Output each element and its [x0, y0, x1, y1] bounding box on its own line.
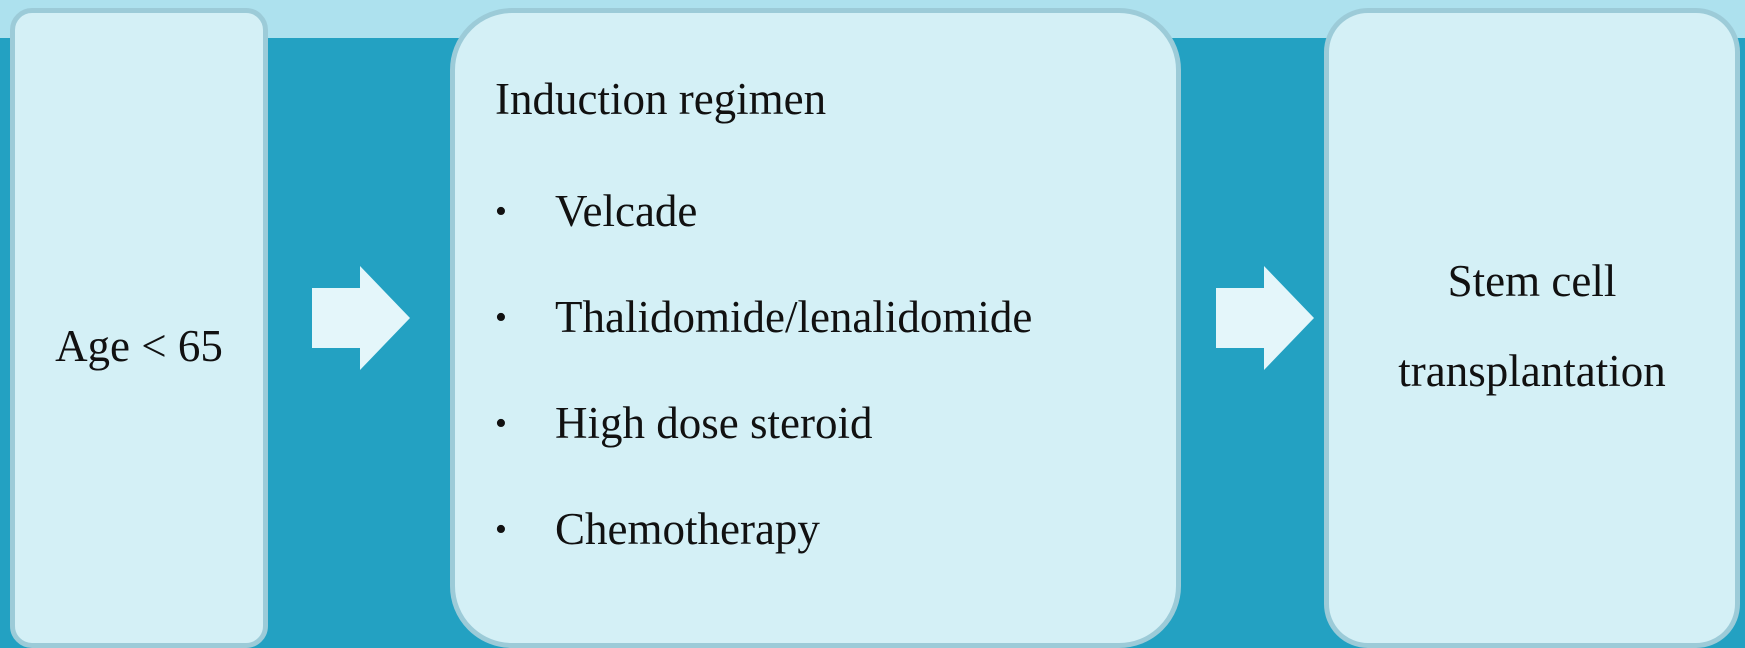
list-item: • Thalidomide/lenalidomide: [495, 291, 1032, 343]
list-item: • Velcade: [495, 185, 697, 237]
induction-title: Induction regimen: [495, 74, 827, 124]
step-transplant-line1: Stem cell: [1447, 256, 1617, 306]
step-induction-box: Induction regimen • Velcade • Thalidomide/…: [450, 8, 1181, 648]
step-age-box: Age < 65: [10, 8, 268, 648]
step-age-label: Age < 65: [55, 321, 223, 371]
list-item: • High dose steroid: [495, 397, 872, 449]
bullet-icon: •: [495, 404, 507, 442]
step-transplant-line2: transplantation: [1398, 346, 1666, 396]
arrow-right-icon: [312, 266, 410, 370]
induction-item-label: Thalidomide/lenalidomide: [555, 292, 1033, 342]
bullet-icon: •: [495, 510, 507, 548]
arrow-right-icon: [1216, 266, 1314, 370]
list-item: • Chemotherapy: [495, 503, 820, 555]
induction-item-label: Chemotherapy: [555, 504, 820, 554]
induction-item-label: Velcade: [555, 186, 698, 236]
step-transplant-box: Stem cell transplantation: [1324, 8, 1740, 648]
induction-item-label: High dose steroid: [555, 398, 873, 448]
bullet-icon: •: [495, 298, 507, 336]
bullet-icon: •: [495, 192, 507, 230]
step-transplant-label: Stem cell transplantation: [1398, 236, 1665, 416]
